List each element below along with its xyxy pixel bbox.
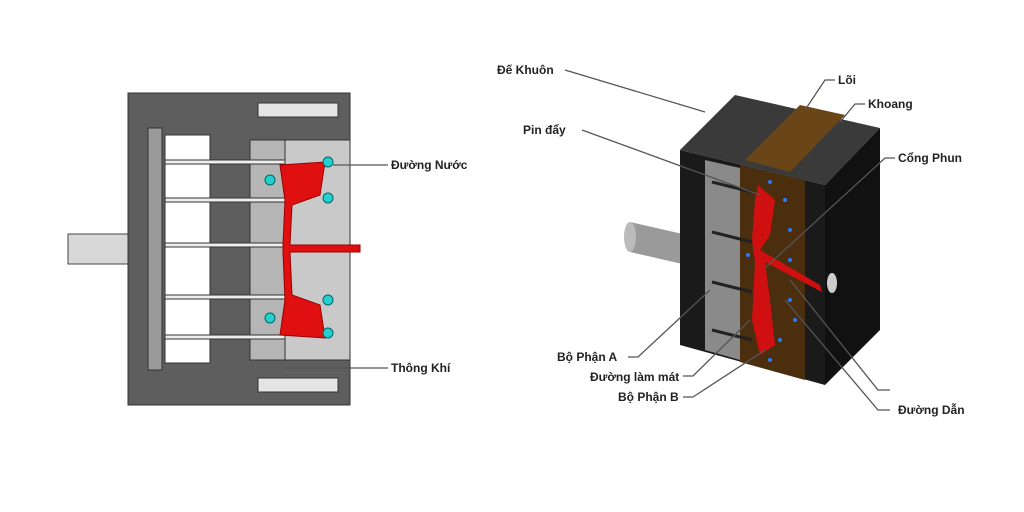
label-cooling-line: Đường làm mát <box>590 370 679 384</box>
molded-part-3d <box>752 185 822 355</box>
label-water-line: Đường Nước <box>391 158 468 172</box>
label-runner: Đường Dẫn <box>898 402 965 417</box>
label-cavity: Khoang <box>868 97 913 111</box>
label-part-b: Bộ Phận B <box>618 390 679 404</box>
3d-mold-diagram: Đế Khuôn Lõi Khoang Pin đẩy Cổng Phun Bộ… <box>497 63 965 417</box>
molded-part <box>279 161 361 339</box>
core-top-face <box>745 105 845 172</box>
leader-cavity <box>839 103 865 123</box>
ejector-pins <box>164 159 286 340</box>
label-part-a: Bộ Phận A <box>557 350 618 364</box>
label-ejector-pin: Pin đẩy <box>523 123 566 137</box>
label-core: Lõi <box>838 73 856 87</box>
leader-cooling <box>683 319 751 377</box>
part-a-plate <box>705 160 740 360</box>
leader-part-a <box>628 289 711 358</box>
leader-ejector-pin <box>581 129 761 196</box>
leader-part-b <box>683 349 766 398</box>
water-channels <box>264 156 334 339</box>
ejector-space <box>164 134 211 364</box>
leader-core <box>804 79 835 111</box>
label-vent: Thông Khí <box>391 361 451 375</box>
sprue-hole <box>827 273 837 293</box>
leader-sprue <box>764 157 895 269</box>
cooling-dots <box>746 180 797 362</box>
leader-runner <box>784 279 890 411</box>
cylinder-end <box>624 222 636 252</box>
mold-right-face <box>825 128 880 385</box>
label-sprue: Cổng Phun <box>898 151 962 165</box>
ejector-plate <box>147 127 163 371</box>
cross-section-diagram: Đường Nước Thông Khí <box>67 92 468 406</box>
label-mold-base: Đế Khuôn <box>497 63 554 77</box>
guide-pin-bottom <box>257 377 339 393</box>
guide-pin-top <box>257 102 339 118</box>
leader-mold-base <box>564 69 706 113</box>
